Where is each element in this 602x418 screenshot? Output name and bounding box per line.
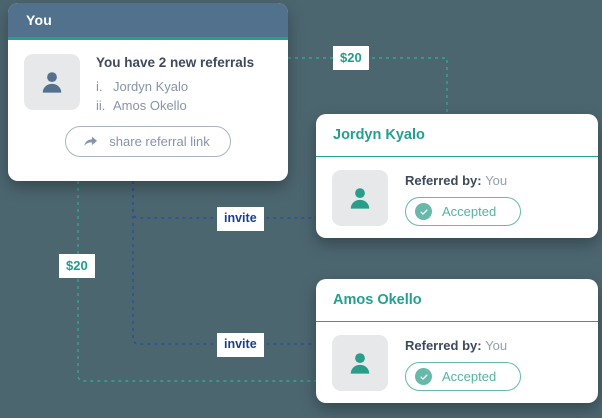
connector-invite-amos	[132, 181, 575, 345]
referred-by-value: You	[485, 338, 508, 353]
avatar	[332, 335, 388, 391]
referral-numeral: ii.	[96, 98, 106, 113]
connector-invite-jordyn	[132, 181, 420, 219]
person-icon	[42, 72, 62, 93]
referral-card-body: Referred by: You Accepted	[316, 322, 598, 391]
edge-label-reward-top: $20	[333, 46, 369, 70]
referred-by-value: You	[485, 173, 508, 188]
share-button-row: share referral link	[8, 126, 288, 157]
referral-name: Jordyn Kyalo	[113, 79, 189, 94]
referral-card-name: Jordyn Kyalo	[333, 127, 425, 143]
edge-label-reward-left: $20	[59, 254, 95, 278]
you-card-body: You have 2 new referrals i. Jordyn Kyalo…	[8, 40, 288, 115]
connector-reward-amos	[77, 181, 575, 382]
avatar	[332, 170, 388, 226]
person-icon	[350, 188, 370, 209]
referral-list-item: i. Jordyn Kyalo	[96, 77, 254, 96]
you-card-header: You	[8, 3, 288, 40]
referral-card-header: Amos Okello	[316, 279, 598, 322]
share-arrow-icon	[84, 136, 98, 146]
you-card: You You have 2 new referrals i. Jordyn K…	[8, 3, 288, 181]
person-icon	[350, 353, 370, 374]
referral-list-item: ii. Amos Okello	[96, 96, 254, 115]
referred-by-label: Referred by:	[405, 338, 482, 353]
referral-message-title: You have 2 new referrals	[96, 55, 255, 70]
avatar	[24, 54, 80, 110]
edge-label-invite-amos: invite	[217, 333, 264, 357]
status-badge[interactable]: Accepted	[405, 197, 522, 226]
share-referral-link-label: share referral link	[109, 134, 210, 149]
check-circle-icon	[415, 203, 432, 220]
edge-label-invite-jordyn: invite	[217, 207, 264, 231]
status-badge-label: Accepted	[442, 204, 497, 219]
referral-card-jordyn: Jordyn Kyalo Referred by: You	[316, 114, 598, 238]
status-badge-label: Accepted	[442, 369, 497, 384]
connector-reward-jordyn	[288, 57, 448, 114]
referral-message: You have 2 new referrals i. Jordyn Kyalo…	[80, 54, 254, 115]
share-referral-link-button[interactable]: share referral link	[65, 126, 231, 157]
you-card-title: You	[26, 12, 53, 28]
referral-card-details: Referred by: You Accepted	[388, 170, 522, 226]
referral-card-header: Jordyn Kyalo	[316, 114, 598, 157]
referred-by-line: Referred by: You	[405, 173, 521, 188]
referral-numeral: i.	[96, 79, 103, 94]
referral-card-name: Amos Okello	[333, 292, 422, 308]
referred-by-label: Referred by:	[405, 173, 482, 188]
referral-card-details: Referred by: You Accepted	[388, 335, 522, 391]
referral-card-amos: Amos Okello Referred by: You	[316, 279, 598, 403]
referred-by-line: Referred by: You	[405, 338, 521, 353]
referral-name: Amos Okello	[113, 98, 187, 113]
referral-card-body: Referred by: You Accepted	[316, 157, 598, 226]
status-badge[interactable]: Accepted	[405, 362, 522, 391]
check-circle-icon	[415, 368, 432, 385]
